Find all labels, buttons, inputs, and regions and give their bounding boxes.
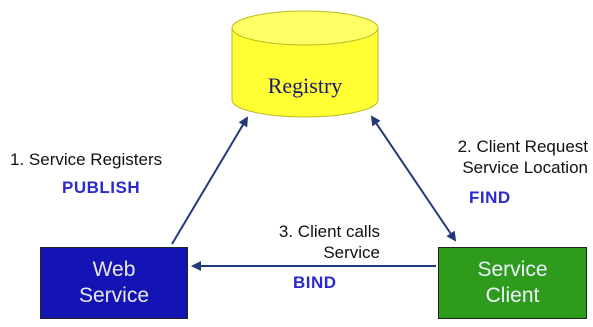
web-service-box: Web Service bbox=[40, 247, 188, 319]
registry-label: Registry bbox=[267, 73, 343, 98]
bind-step-label: 3. Client calls Service bbox=[278, 222, 380, 262]
publish-arrow bbox=[171, 116, 249, 245]
bind-action-label: BIND bbox=[293, 273, 337, 292]
registry-cylinder bbox=[231, 10, 379, 118]
find-step-label: 2. Client Request Service Location bbox=[457, 137, 588, 177]
publish-action-label: PUBLISH bbox=[62, 178, 141, 197]
service-client-box: Service Client bbox=[438, 247, 587, 319]
find-action-label: FIND bbox=[469, 188, 511, 207]
publish-step-label: 1. Service Registers bbox=[10, 150, 163, 169]
find-arrow bbox=[370, 115, 457, 242]
